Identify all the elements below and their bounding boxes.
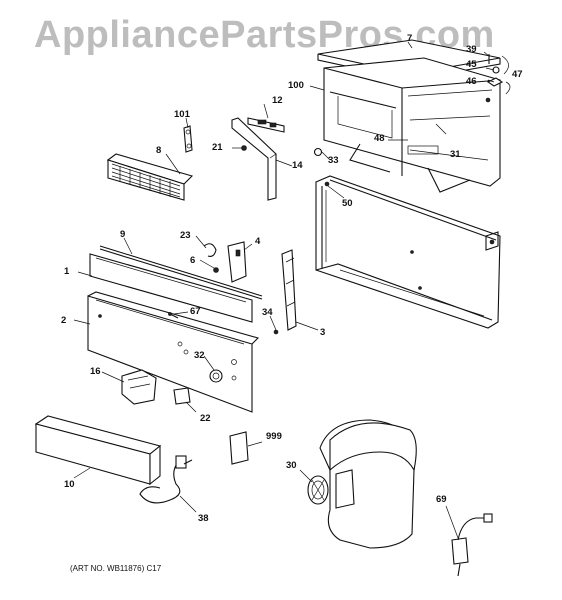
part-3-vertical-bracket <box>281 249 297 331</box>
part-23-clip <box>203 243 217 257</box>
part-34-screw <box>273 329 279 335</box>
part-999-manual <box>229 431 249 465</box>
label-part-100: 100 <box>288 80 304 91</box>
leader-lines <box>73 41 495 539</box>
label-part-21: 21 <box>212 142 223 153</box>
label-part-999: 999 <box>266 431 282 442</box>
label-part-39: 39 <box>466 44 477 55</box>
label-part-3: 3 <box>320 327 326 338</box>
part-4-bracket <box>227 241 247 283</box>
label-part-12: 12 <box>272 95 283 106</box>
part-6-screw <box>213 267 219 273</box>
label-part-69: 69 <box>436 494 447 505</box>
part-14-l-bracket <box>231 117 277 201</box>
label-part-10: 10 <box>64 479 75 490</box>
label-part-101: 101 <box>174 109 190 120</box>
part-12-switch-bracket <box>247 117 285 133</box>
label-part-38: 38 <box>198 513 209 524</box>
part-30-blower <box>307 419 417 549</box>
label-part-50: 50 <box>342 198 353 209</box>
part-8-grille <box>106 153 194 201</box>
label-part-48: 48 <box>374 133 385 144</box>
label-part-34: 34 <box>262 307 273 318</box>
part-1-front-panel <box>89 253 253 323</box>
label-part-6: 6 <box>190 255 196 266</box>
part-22-block <box>173 387 191 405</box>
part-9-rod <box>99 245 263 300</box>
part-10-duct <box>34 415 162 486</box>
art-number: (ART NO. WB11876) C17 <box>70 564 162 573</box>
label-part-33: 33 <box>328 155 339 166</box>
part-100-upper-housing <box>323 57 501 193</box>
label-part-31: 31 <box>450 149 461 160</box>
label-part-9: 9 <box>120 229 126 240</box>
part-32-knob <box>209 369 223 383</box>
parts-39-45-46-hardware <box>486 54 511 95</box>
part-69-capacitor <box>451 513 493 577</box>
label-part-14: 14 <box>292 160 303 171</box>
label-part-32: 32 <box>194 350 205 361</box>
label-part-1: 1 <box>64 266 70 277</box>
part-50-lower-housing <box>315 175 501 329</box>
label-part-16: 16 <box>90 366 101 377</box>
part-21-screw <box>241 145 247 151</box>
label-part-2: 2 <box>61 315 67 326</box>
label-part-22: 22 <box>200 413 211 424</box>
part-16-switch <box>121 369 157 405</box>
label-part-67: 67 <box>190 306 201 317</box>
part-2-control-panel <box>87 291 260 413</box>
part-101-bracket <box>183 125 193 153</box>
label-part-4: 4 <box>255 236 261 247</box>
part-33-screw <box>313 147 323 157</box>
label-part-30: 30 <box>286 460 297 471</box>
part-38-harness <box>139 455 193 504</box>
label-part-47: 47 <box>512 69 523 80</box>
label-part-45: 45 <box>466 59 477 70</box>
part-67-screw <box>168 312 179 319</box>
label-part-8: 8 <box>156 145 162 156</box>
label-part-23: 23 <box>180 230 191 241</box>
label-part-7: 7 <box>407 33 413 44</box>
label-part-46: 46 <box>466 76 477 87</box>
